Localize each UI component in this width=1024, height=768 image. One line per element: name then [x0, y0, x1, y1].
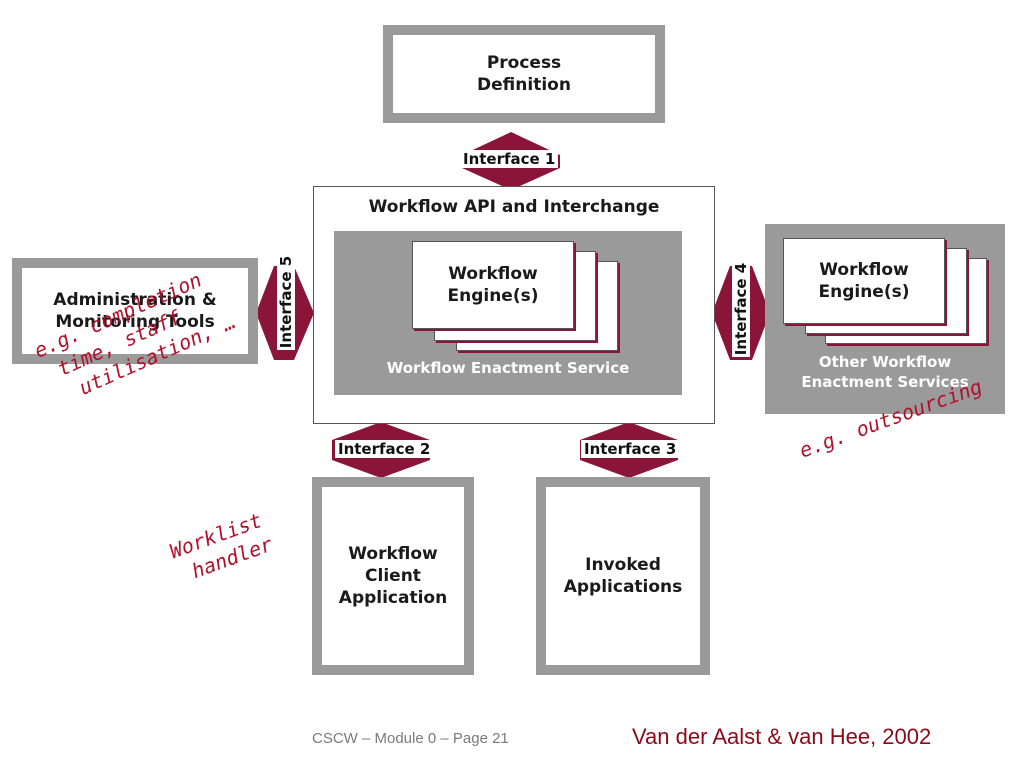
other-engine-line1: Workflow — [819, 260, 909, 280]
client-line3: Application — [338, 588, 448, 608]
other-service-label: Other Workflow Enactment Services — [765, 352, 1005, 392]
other-enactment-panel: Workflow Engine(s) Other Workflow Enactm… — [765, 224, 1005, 414]
engine-line1: Workflow — [448, 264, 538, 284]
other-service-line1: Other Workflow — [818, 353, 952, 371]
client-application-box: Workflow Client Application — [312, 477, 474, 675]
workflow-api-title: Workflow API and Interchange — [368, 197, 660, 217]
admin-tools-box: Administration & Monitoring Tools — [12, 258, 258, 364]
footer-citation: Van der Aalst & van Hee, 2002 — [632, 724, 932, 749]
interface-2-label: Interface 2 — [335, 440, 434, 458]
invoked-line1: Invoked — [585, 555, 661, 575]
other-engine-card-front: Workflow Engine(s) — [783, 238, 945, 324]
admin-line2: Monitoring Tools — [55, 312, 215, 332]
process-definition-line1: Process — [486, 53, 562, 73]
interface-4-label: Interface 4 — [732, 261, 750, 357]
enactment-service-panel: Workflow Engine(s) Workflow Enactment Se… — [334, 231, 682, 395]
invoked-line2: Applications — [563, 577, 683, 597]
process-definition-line2: Definition — [477, 75, 571, 95]
footer-page-info: CSCW – Module 0 – Page 21 — [312, 730, 509, 747]
other-engine-line2: Engine(s) — [818, 282, 910, 302]
process-definition-box: Process Definition — [383, 25, 665, 123]
interface-3-label: Interface 3 — [581, 440, 680, 458]
engine-card-front: Workflow Engine(s) — [412, 241, 574, 329]
other-service-line2: Enactment Services — [801, 373, 969, 391]
admin-line1: Administration & — [53, 290, 217, 310]
enactment-service-label: Workflow Enactment Service — [386, 359, 630, 377]
client-line1: Workflow — [348, 544, 438, 564]
interface-5-label: Interface 5 — [277, 254, 295, 350]
engine-line2: Engine(s) — [447, 286, 539, 306]
client-line2: Client — [365, 566, 421, 586]
workflow-api-box: Workflow API and Interchange Workflow En… — [313, 186, 715, 424]
invoked-applications-box: Invoked Applications — [536, 477, 710, 675]
interface-1-label: Interface 1 — [460, 150, 559, 168]
